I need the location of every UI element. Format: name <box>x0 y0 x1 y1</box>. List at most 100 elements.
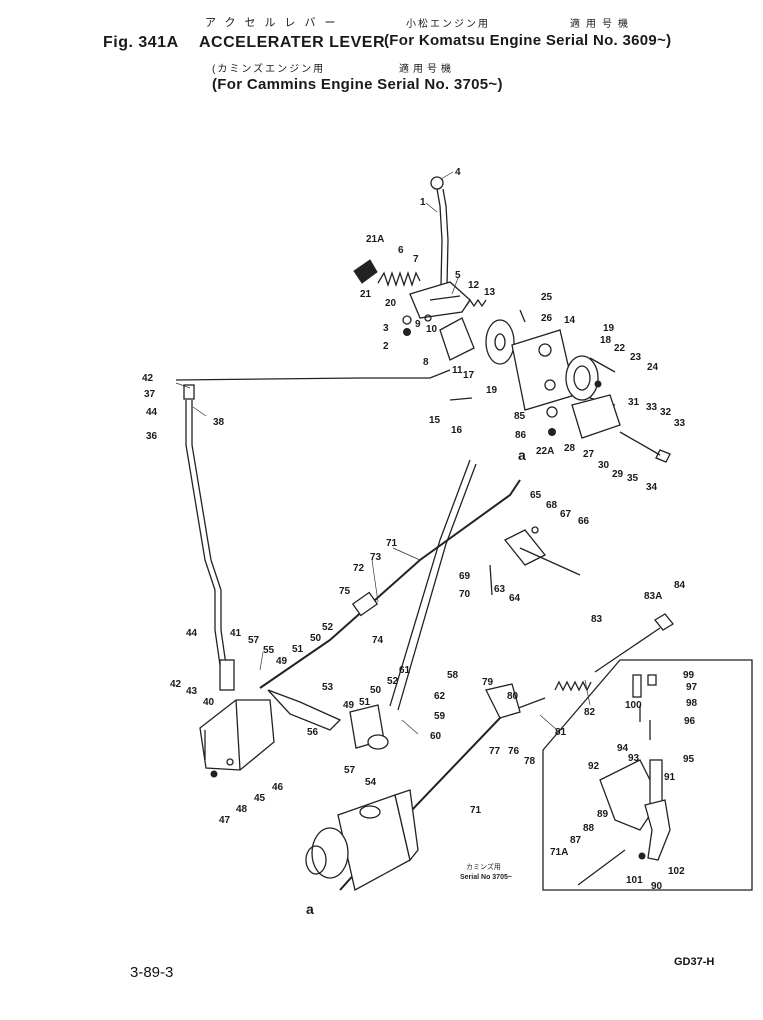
label-part-71-lower: 71 <box>470 805 482 816</box>
cummins-kana: (カミンズエンジン用 <box>212 64 326 75</box>
label-part-98: 98 <box>686 698 698 709</box>
label-part-50-lower: 50 <box>370 685 382 696</box>
label-part-100: 100 <box>625 700 642 711</box>
title-kana: アクセルレバー <box>205 17 345 29</box>
label-part-59: 59 <box>434 711 446 722</box>
label-part-51-upper: 51 <box>292 644 304 655</box>
label-part-79: 79 <box>482 677 494 688</box>
label-part-22a: 22A <box>536 446 554 457</box>
label-part-101: 101 <box>626 875 643 886</box>
label-part-83a: 83A <box>644 591 662 602</box>
label-part-44-top: 44 <box>146 407 158 418</box>
label-part-9: 9 <box>415 319 421 330</box>
label-part-12: 12 <box>468 280 480 291</box>
label-part-92: 92 <box>588 761 600 772</box>
label-part-62: 62 <box>434 691 446 702</box>
label-part-67: 67 <box>560 509 572 520</box>
komatsu-serial-line: (For Komatsu Engine Serial No. 3609~) <box>384 32 672 49</box>
lever-65-group <box>489 526 581 596</box>
ref-mark-a-bottom: a <box>306 901 314 917</box>
label-part-88: 88 <box>583 823 595 834</box>
label-part-35: 35 <box>627 473 639 484</box>
label-part-76: 76 <box>508 746 520 757</box>
leader-lines <box>175 171 591 735</box>
label-part-18: 18 <box>600 335 612 346</box>
label-part-45: 45 <box>254 793 266 804</box>
label-part-48: 48 <box>236 804 248 815</box>
label-part-75: 75 <box>339 586 351 597</box>
accelerator-lever-top <box>353 176 487 361</box>
page-reference: 3-89-3 <box>130 964 174 981</box>
label-part-70: 70 <box>459 589 471 600</box>
label-part-42-lower: 42 <box>170 679 182 690</box>
label-part-19-right: 19 <box>603 323 615 334</box>
mounting-bracket <box>199 699 275 778</box>
label-part-72: 72 <box>353 563 365 574</box>
label-part-47: 47 <box>219 815 231 826</box>
label-part-24: 24 <box>647 362 659 373</box>
governor-housing <box>305 789 419 891</box>
label-part-84: 84 <box>674 580 686 591</box>
label-part-28: 28 <box>564 443 576 454</box>
label-part-74: 74 <box>372 635 384 646</box>
label-part-11: 11 <box>452 365 463 376</box>
label-part-91: 91 <box>664 772 676 783</box>
model-code: GD37-H <box>674 956 715 968</box>
figure-label: Fig. 341A <box>103 34 179 51</box>
label-part-66: 66 <box>578 516 590 527</box>
label-part-82: 82 <box>584 707 596 718</box>
label-part-87: 87 <box>570 835 582 846</box>
label-part-50-upper: 50 <box>310 633 322 644</box>
part-number-labels: 4 1 21A 6 7 5 12 13 21 20 25 3 9 10 2 8 … <box>142 167 698 917</box>
cam-plate-assembly <box>449 309 671 463</box>
label-part-99: 99 <box>683 670 695 681</box>
label-part-56: 56 <box>307 727 319 738</box>
label-part-90: 90 <box>651 881 663 892</box>
label-part-33-lower: 33 <box>674 418 686 429</box>
label-part-42-top: 42 <box>142 373 154 384</box>
label-part-29: 29 <box>612 469 624 480</box>
label-part-95: 95 <box>683 754 695 765</box>
label-part-69: 69 <box>459 571 471 582</box>
throttle-cable-assembly <box>259 459 521 750</box>
label-part-20: 20 <box>385 298 397 309</box>
figure-title: ACCELERATER LEVER <box>199 34 385 51</box>
label-part-10: 10 <box>426 324 438 335</box>
label-part-37: 37 <box>144 389 156 400</box>
label-part-5: 5 <box>455 270 461 281</box>
label-part-14: 14 <box>564 315 576 326</box>
label-part-102: 102 <box>668 866 685 877</box>
label-part-7: 7 <box>413 254 419 265</box>
label-part-49-lower: 49 <box>343 700 355 711</box>
label-part-34: 34 <box>646 482 658 493</box>
label-part-68: 68 <box>546 500 558 511</box>
cummins-variant-inset <box>542 659 753 891</box>
label-part-21a: 21A <box>366 234 384 245</box>
label-part-15: 15 <box>429 415 441 426</box>
label-part-89: 89 <box>597 809 609 820</box>
label-part-78: 78 <box>524 756 536 767</box>
inset-kana-note: カミンズ用 <box>466 864 501 871</box>
label-part-52-lower: 52 <box>387 676 399 687</box>
label-part-93: 93 <box>628 753 640 764</box>
vertical-rod-36 <box>175 369 451 691</box>
label-part-46: 46 <box>272 782 284 793</box>
label-part-73: 73 <box>370 552 382 563</box>
applicable-kana-1: 適用号機 <box>570 19 634 30</box>
label-part-4: 4 <box>455 167 461 178</box>
label-part-19-left: 19 <box>486 385 498 396</box>
label-part-22: 22 <box>614 343 626 354</box>
label-part-57-lower: 57 <box>344 765 356 776</box>
label-part-6: 6 <box>398 245 404 256</box>
label-part-25: 25 <box>541 292 553 303</box>
label-part-85: 85 <box>514 411 526 422</box>
label-part-57-upper: 57 <box>248 635 260 646</box>
label-part-2: 2 <box>383 341 389 352</box>
label-part-31: 31 <box>628 397 640 408</box>
label-part-43: 43 <box>186 686 198 697</box>
label-part-40: 40 <box>203 697 215 708</box>
cummins-serial-line: (For Cammins Engine Serial No. 3705~) <box>212 76 503 93</box>
label-part-71a: 71A <box>550 847 568 858</box>
label-part-53: 53 <box>322 682 334 693</box>
label-part-44-lower: 44 <box>186 628 198 639</box>
